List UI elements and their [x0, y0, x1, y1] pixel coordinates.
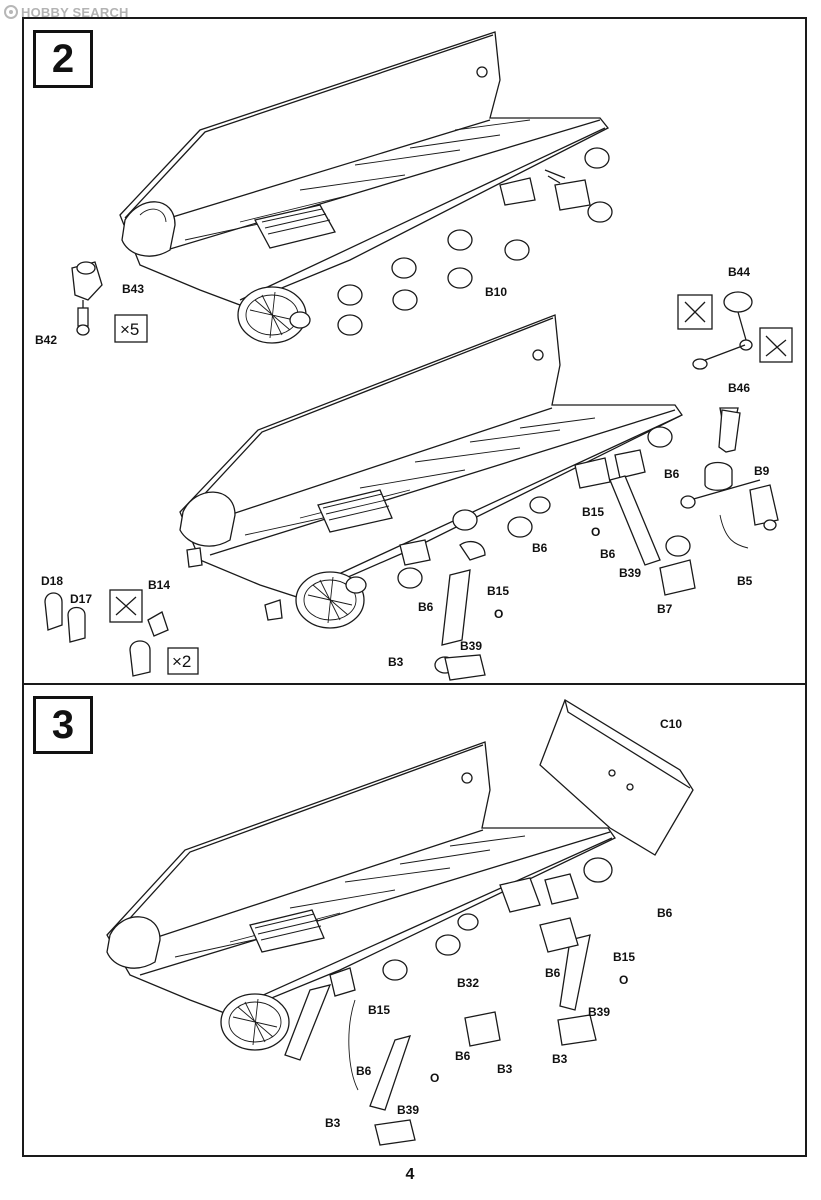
label-b15-c: B15 [613, 950, 635, 964]
label-b6-a: B6 [664, 467, 680, 481]
label-o-a: O [591, 525, 600, 539]
label-b6-c: B6 [532, 541, 548, 555]
label-b6-g: B6 [455, 1049, 471, 1063]
parts-d18-d17-b14 [44, 592, 169, 677]
qty-x5: ×5 [120, 320, 139, 339]
label-d17: D17 [70, 592, 92, 606]
watermark-text: HOBBY SEARCH [21, 4, 129, 20]
label-o-d: O [430, 1071, 439, 1085]
label-b6-b: B6 [600, 547, 616, 561]
suspension-assembly-left [434, 541, 486, 681]
label-b10: B10 [485, 285, 507, 299]
drive-sprocket-middle [295, 571, 367, 629]
watermark: HOBBY SEARCH [4, 4, 129, 20]
suspension-assembly-right [609, 461, 779, 596]
label-b15-b: B15 [487, 584, 509, 598]
label-b6-f: B6 [545, 966, 561, 980]
label-b9: B9 [754, 464, 770, 478]
label-b32: B32 [457, 976, 479, 990]
label-b14: B14 [148, 578, 170, 592]
hull-side-lower [106, 741, 616, 1051]
label-b39-b: B39 [460, 639, 482, 653]
cut-part-icon [109, 589, 143, 623]
drive-sprocket-lower [220, 993, 290, 1051]
road-wheel-mounts-lower [382, 857, 613, 981]
label-b39-d: B39 [397, 1103, 419, 1117]
road-wheel-mounts-upper [337, 147, 613, 336]
label-b15-d: B15 [368, 1003, 390, 1017]
cut-part-icon [677, 294, 713, 330]
watermark-logo-icon [4, 5, 18, 19]
label-b15-a: B15 [582, 505, 604, 519]
rear-plate-c10 [539, 699, 694, 856]
label-b3-b: B3 [552, 1052, 568, 1066]
label-b6-h: B6 [356, 1064, 372, 1078]
label-b3-a: B3 [388, 655, 404, 669]
qty-x5-box [114, 314, 148, 343]
label-b5: B5 [737, 574, 753, 588]
part-b43-b42 [71, 261, 103, 336]
drive-sprocket-upper [237, 286, 311, 344]
label-b46: B46 [728, 381, 750, 395]
instruction-sheet-frame [22, 17, 807, 1157]
label-o-c: O [619, 973, 628, 987]
qty-x2-box [167, 647, 199, 675]
page-number: 4 [405, 1166, 415, 1183]
label-b39-a: B39 [619, 566, 641, 580]
label-b39-c: B39 [588, 1005, 610, 1019]
hull-side-middle [179, 314, 683, 629]
label-b6-d: B6 [418, 600, 434, 614]
label-b43: B43 [122, 282, 144, 296]
suspension-assembly-lower [284, 917, 597, 1146]
cement-arrow-icon [718, 409, 741, 453]
label-b3-d: B3 [325, 1116, 341, 1130]
qty-x2: ×2 [172, 652, 191, 671]
hull-side-upper [119, 31, 613, 344]
label-b42: B42 [35, 333, 57, 347]
label-c10: C10 [660, 717, 682, 731]
step-2-number: 2 [33, 30, 93, 88]
label-o-b: O [494, 607, 503, 621]
label-d18: D18 [41, 574, 63, 588]
label-b6-e: B6 [657, 906, 673, 920]
road-wheel-mounts-middle [397, 426, 673, 589]
label-b44: B44 [728, 265, 750, 279]
label-b7: B7 [657, 602, 673, 616]
step-divider [22, 683, 807, 685]
reference-view-icon [759, 327, 793, 363]
label-b3-c: B3 [497, 1062, 513, 1076]
step-3-number: 3 [33, 696, 93, 754]
